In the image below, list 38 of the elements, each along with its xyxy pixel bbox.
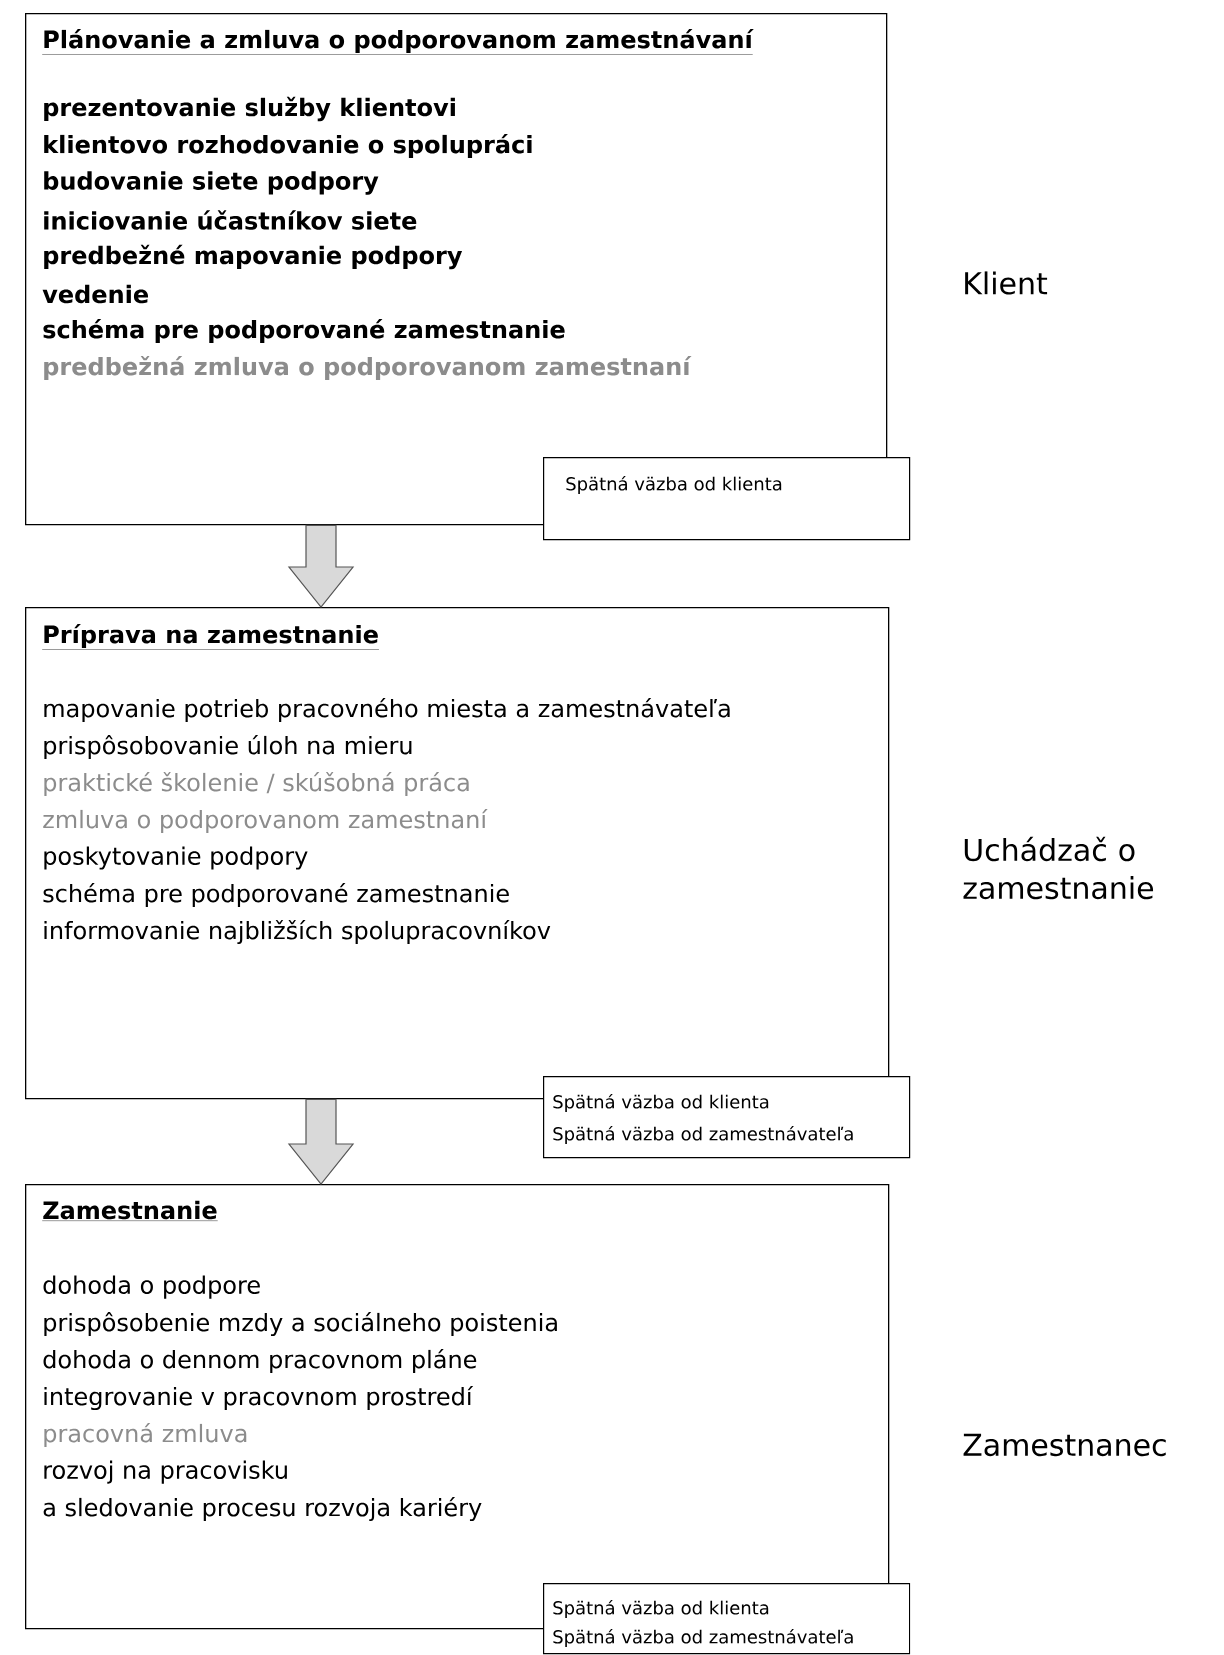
feedback-text: Spätná väzba od zamestnávateľa (553, 1125, 853, 1145)
role-label: Klient (965, 271, 1048, 295)
list-item: poskytovanie podpory (44, 846, 308, 870)
list-item: schéma pre podporované zamestnanie (43, 882, 509, 908)
heading: Plánovanie a zmluva o podporovanom zamestnávaní (42, 28, 754, 55)
list-item: prispôsobenie mzdy a sociálneho poistenia (44, 1311, 557, 1337)
feedback-box (543, 1076, 911, 1159)
list-item: budovanie siete podpory (44, 171, 379, 195)
list-item: iniciovanie účastníkov siete (44, 210, 417, 230)
list-item: mapovanie potrieb pracovného miesta a zamestnávateľa (44, 697, 730, 723)
list-item: praktické školenie / skúšobná práca (44, 771, 469, 797)
role-label: Zamestnanec (963, 1433, 1166, 1457)
heading: Príprava na zamestnanie (42, 623, 380, 650)
role-label: Uchádzač o zamestnanie (963, 836, 1154, 900)
list-item: zmluva o podporovanom zamestnaní (43, 808, 488, 834)
list-item: rozvoj na pracovisku (44, 1460, 287, 1484)
list-item: a sledovanie procesu rozvoja kariéry (43, 1496, 482, 1522)
list-item: schéma pre podporované zamestnanie (43, 318, 565, 344)
list-item: predbežná zmluva o podporovanom zamestnaní (44, 355, 692, 381)
feedback-text: Spätná väzba od klienta (553, 1093, 769, 1113)
heading: Zamestnanie (42, 1200, 218, 1221)
list-item: integrovanie v pracovnom prostredí (44, 1385, 474, 1411)
list-item: dohoda o dennom pracovnom pláne (43, 1348, 477, 1374)
feedback-text: Spätná väzba od klienta (553, 1599, 769, 1619)
list-item: informovanie najbližších spolupracovníkov (44, 919, 551, 945)
list-item: klientovo rozhodovanie o spolupráci (44, 133, 532, 159)
list-item: pracovná zmluva (44, 1422, 247, 1448)
block-arrow (287, 1098, 355, 1185)
list-item: prispôsobovanie úloh na mieru (44, 734, 412, 760)
block-arrow (287, 524, 355, 608)
feedback-text: Spätná väzba od zamestnávateľa (553, 1628, 853, 1648)
feedback-box (543, 457, 911, 541)
list-item: prezentovanie služby klientovi (44, 96, 455, 122)
list-item: dohoda o podpore (43, 1275, 260, 1299)
feedback-box (543, 1583, 911, 1655)
list-item: vedenie (42, 284, 148, 304)
list-item: predbežné mapovanie podpory (44, 244, 463, 270)
feedback-text: Spätná väzba od klienta (566, 475, 782, 495)
